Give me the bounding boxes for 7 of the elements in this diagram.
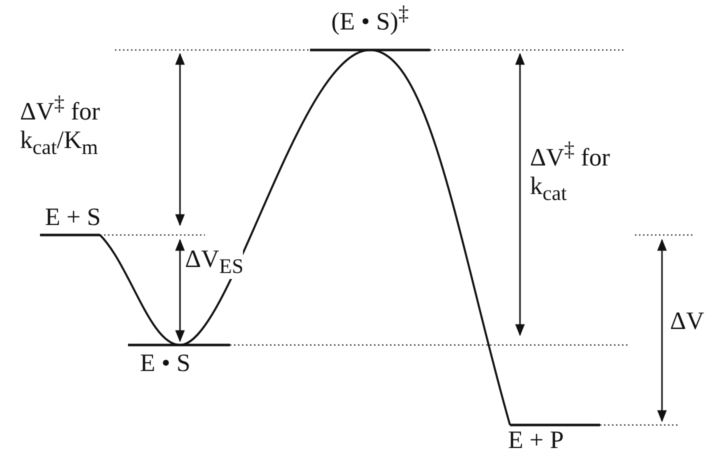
state-label: E • S bbox=[140, 350, 192, 379]
dimension-label: ΔV$^{‡}$ for k$_{cat}$/K$_{m}$ bbox=[20, 92, 101, 160]
dimension-label: ΔV$^{‡}$ for k$_{cat}$ bbox=[530, 138, 611, 206]
state-label: E + S bbox=[45, 204, 102, 233]
dimension-label: ΔV bbox=[670, 308, 706, 337]
state-label: E + P bbox=[508, 427, 565, 456]
state-label: (E • S)$^{‡}$ bbox=[330, 2, 410, 38]
